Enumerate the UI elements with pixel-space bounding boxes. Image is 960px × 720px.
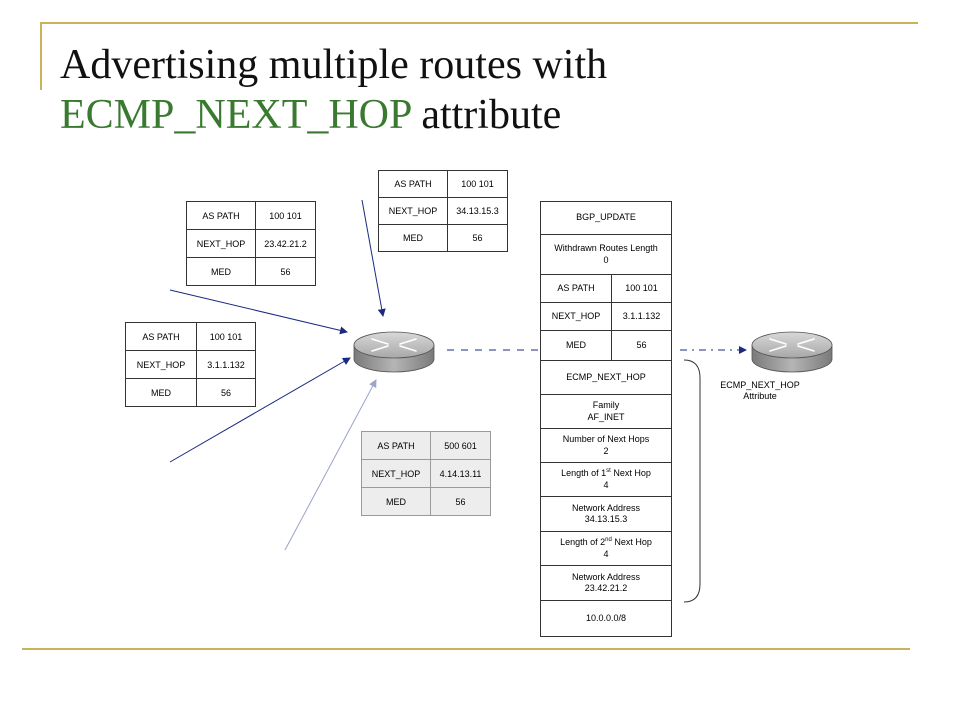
update-as-path-row: AS PATH 100 101 xyxy=(541,275,671,303)
num-hops-value: 2 xyxy=(603,445,609,456)
withdrawn-routes-field: Withdrawn Routes Length 0 xyxy=(541,235,671,275)
addr2-value: 23.42.21.2 xyxy=(584,583,628,593)
med-label: MED xyxy=(125,378,197,407)
next-hop-value: 23.42.21.2 xyxy=(255,229,316,258)
next-hop-value: 3.1.1.132 xyxy=(196,350,256,379)
as-path-value: 500 601 xyxy=(430,431,491,460)
med-value: 56 xyxy=(255,257,316,286)
med-label: MED xyxy=(186,257,256,286)
annotation-line-2: Attribute xyxy=(743,390,777,401)
attribute-brace xyxy=(683,359,701,603)
family-value: AF_INET xyxy=(587,411,625,422)
ecmp-attribute-annotation: ECMP_NEXT_HOP Attribute xyxy=(705,380,815,402)
arrow-from-gray xyxy=(284,379,377,551)
update-med-row: MED 56 xyxy=(541,331,671,361)
med-value: 56 xyxy=(447,224,508,252)
arrow-from-top xyxy=(361,199,386,317)
update-next-hop-label: NEXT_HOP xyxy=(541,303,612,330)
len2-label: Length of 2nd Next Hop xyxy=(560,537,652,548)
update-med-label: MED xyxy=(541,331,612,360)
next-hop-value: 34.13.15.3 xyxy=(447,197,508,225)
router-right-icon xyxy=(751,331,833,373)
as-path-label: AS PATH xyxy=(361,431,431,460)
addr1-label: Network Address xyxy=(571,502,641,513)
annotation-line-1: ECMP_NEXT_HOP xyxy=(720,380,800,390)
len1-label-a: Length of 1 xyxy=(561,468,607,479)
len1-label: Length of 1st Next Hop xyxy=(561,468,651,479)
len2-label-b: Next Hop xyxy=(611,537,652,548)
addr2-label: Network Address xyxy=(571,571,641,582)
num-hops-label: Number of Next Hops xyxy=(562,434,650,445)
top-rule xyxy=(40,22,918,24)
next-hop-label: NEXT_HOP xyxy=(125,350,197,379)
len2-label-a: Length of 2 xyxy=(560,537,606,548)
as-path-label: AS PATH xyxy=(378,170,448,198)
prefix-field: 10.0.0.0/8 xyxy=(585,612,627,623)
number-of-next-hops-field: Number of Next Hops 2 xyxy=(541,429,671,463)
med-value: 56 xyxy=(196,378,256,407)
router-left-icon xyxy=(353,331,435,373)
arrow-from-left-upper xyxy=(169,289,348,335)
update-next-hop-row: NEXT_HOP 3.1.1.132 xyxy=(541,303,671,331)
len1-value: 4 xyxy=(603,479,609,490)
bgp-update-message: BGP_UPDATE Withdrawn Routes Length 0 AS … xyxy=(540,201,672,637)
med-label: MED xyxy=(378,224,448,252)
arrow-from-left-lower xyxy=(169,357,351,463)
next-hop-label: NEXT_HOP xyxy=(361,459,431,488)
len2-value: 4 xyxy=(603,548,609,559)
withdrawn-label: Withdrawn Routes Length xyxy=(554,243,658,254)
as-path-label: AS PATH xyxy=(125,322,197,351)
next-hop-label: NEXT_HOP xyxy=(186,229,256,258)
update-as-path-label: AS PATH xyxy=(541,275,612,302)
family-field: Family AF_INET xyxy=(541,395,671,429)
left-rule xyxy=(40,22,42,90)
title-accent: ECMP_NEXT_HOP xyxy=(60,92,411,139)
addr1-value: 34.13.15.3 xyxy=(584,514,628,524)
family-label: Family xyxy=(592,400,620,411)
len2-label-sup: nd xyxy=(605,537,612,544)
ecmp-next-hop-field: ECMP_NEXT_HOP xyxy=(541,361,671,395)
as-path-value: 100 101 xyxy=(447,170,508,198)
withdrawn-value: 0 xyxy=(603,254,609,265)
length-first-next-hop-field: Length of 1st Next Hop 4 xyxy=(541,463,671,497)
network-address-1-field: Network Address 34.13.15.3 xyxy=(541,497,671,532)
as-path-value: 100 101 xyxy=(196,322,256,351)
next-hop-value: 4.14.13.11 xyxy=(430,459,491,488)
update-as-path-value: 100 101 xyxy=(625,282,658,293)
update-next-hop-value: 3.1.1.132 xyxy=(622,310,661,321)
network-address-2-field: Network Address 23.42.21.2 xyxy=(541,566,671,601)
med-label: MED xyxy=(361,487,431,516)
as-path-value: 100 101 xyxy=(255,201,316,230)
length-second-next-hop-field: Length of 2nd Next Hop 4 xyxy=(541,532,671,566)
title-line-1: Advertising multiple routes with xyxy=(60,42,608,88)
as-path-label: AS PATH xyxy=(186,201,256,230)
len1-label-sup: st xyxy=(606,468,611,475)
bottom-rule xyxy=(22,648,910,650)
next-hop-label: NEXT_HOP xyxy=(378,197,448,225)
title-line-2: ECMP_NEXT_HOP attribute xyxy=(60,90,940,140)
med-value: 56 xyxy=(430,487,491,516)
len1-label-b: Next Hop xyxy=(610,468,651,479)
update-med-value: 56 xyxy=(636,339,647,350)
update-header: BGP_UPDATE xyxy=(541,202,671,235)
title-tail: attribute xyxy=(410,92,562,139)
slide-title: Advertising multiple routes with ECMP_NE… xyxy=(60,40,940,141)
